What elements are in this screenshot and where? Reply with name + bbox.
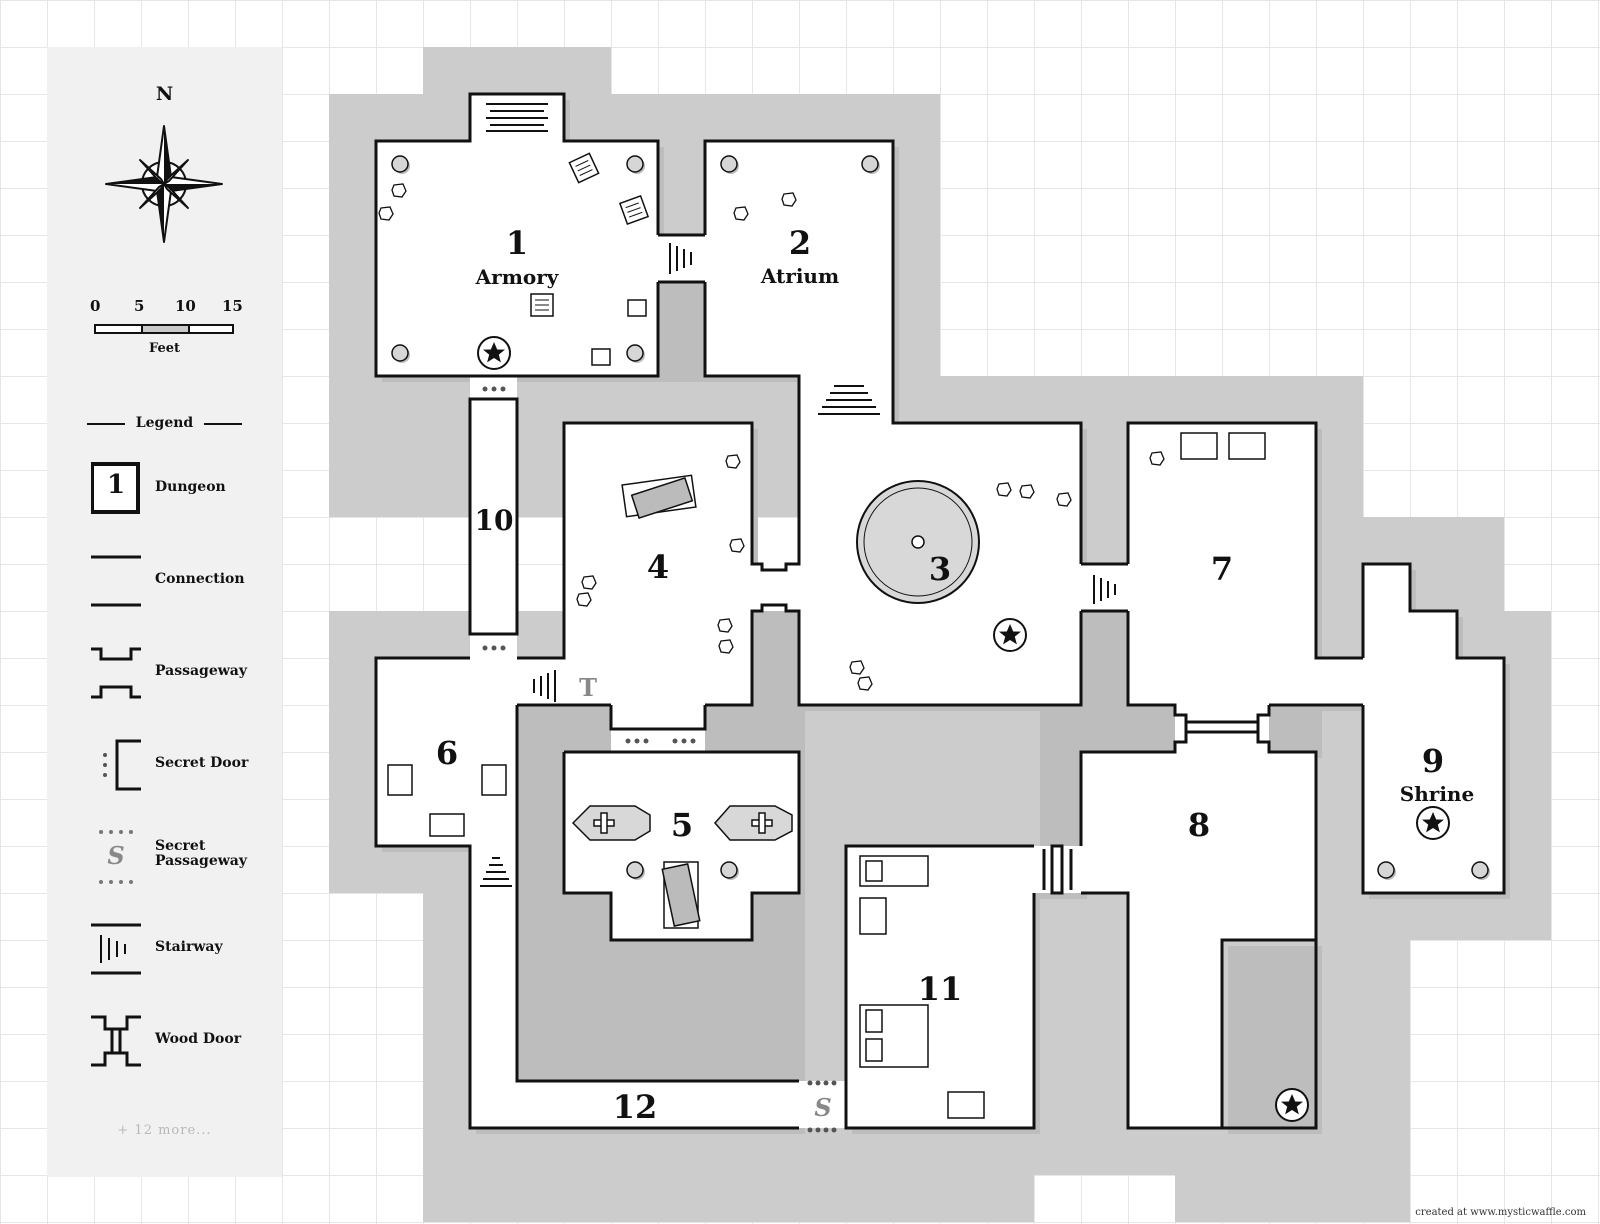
room-number: 2 [789, 224, 811, 262]
compass-rose-icon [105, 125, 223, 243]
secret-door[interactable] [482, 386, 837, 1133]
legend-rule [204, 423, 242, 425]
room-number: 1 [506, 224, 528, 262]
legend-panel: N 0 5 10 15 Feet Legend [47, 47, 282, 1177]
legend-item-secret-door: Secret Door [47, 737, 282, 797]
room-number: 4 [647, 548, 669, 586]
crates [387, 152, 649, 837]
legend-label: Secret Door [155, 755, 249, 771]
connection-icon [91, 555, 141, 607]
legend-label: Passageway [155, 853, 248, 869]
room-number: 6 [436, 734, 458, 772]
more-legend-link[interactable]: + 12 more... [117, 1123, 212, 1138]
credit-text[interactable]: created at www.mysticwaffle.com [1415, 1207, 1586, 1218]
scale-bar [94, 324, 234, 334]
legend-item-connection: Connection [47, 553, 282, 613]
legend-item-secret-passageway: S Secret Passageway [47, 829, 282, 889]
tables [859, 432, 1266, 1119]
passageway-icon [91, 647, 141, 699]
room-number: 3 [929, 550, 951, 588]
scale-tick: 5 [134, 297, 145, 315]
legend-title: Legend [135, 415, 194, 431]
legend-label: Connection [155, 571, 245, 587]
legend-label: Stairway [155, 939, 223, 955]
secret-passageway-icon [99, 830, 133, 884]
room-name: Atrium [760, 264, 839, 288]
room-labels: 1 Armory 2 Atrium 3 4 5 6 7 8 9 Shrine 1… [436, 224, 1474, 1126]
room-number: 10 [475, 504, 514, 537]
legend-item-stairway: Stairway [47, 921, 282, 981]
wood-door-icon [91, 1015, 141, 1067]
scale-unit: Feet [148, 341, 181, 356]
beds [859, 855, 929, 1068]
scale-tick: 0 [90, 297, 101, 315]
room-number: 12 [613, 1088, 658, 1126]
legend-item-dungeon: 1 Dungeon [47, 461, 282, 521]
room-name: Armory [475, 265, 560, 289]
wood-door[interactable] [1042, 720, 1260, 895]
secret-passage-icon-letter: S [107, 841, 125, 870]
walls [374, 92, 1506, 1130]
stairway-icon [91, 923, 141, 975]
legend-rule [87, 423, 125, 425]
trap-marker: T [579, 673, 597, 702]
secret-passage-marker: S [814, 1093, 831, 1122]
legend-item-wood-door: Wood Door [47, 1013, 282, 1073]
room-number: 7 [1211, 550, 1233, 588]
dungeon-icon-number: 1 [106, 470, 126, 500]
well[interactable] [856, 480, 980, 604]
secret-door-icon [103, 739, 141, 791]
north-label: N [155, 83, 174, 105]
legend-label: Passageway [155, 663, 248, 679]
legend-label: Wood Door [155, 1031, 242, 1047]
room-number: 5 [671, 806, 693, 844]
legend-label: Secret [155, 838, 206, 854]
altars [621, 474, 701, 929]
legend-label: Dungeon [155, 479, 226, 495]
dungeon-room-icon [91, 462, 140, 514]
room-number: 11 [918, 970, 963, 1008]
room-number: 9 [1422, 742, 1444, 780]
coffins [571, 805, 793, 841]
stairway[interactable] [480, 103, 1116, 887]
scale-tick: 15 [222, 297, 243, 315]
room-number: 8 [1188, 806, 1210, 844]
room-name: Shrine [1400, 782, 1474, 806]
legend-item-passageway: Passageway [47, 645, 282, 705]
scale-tick: 10 [175, 297, 196, 315]
